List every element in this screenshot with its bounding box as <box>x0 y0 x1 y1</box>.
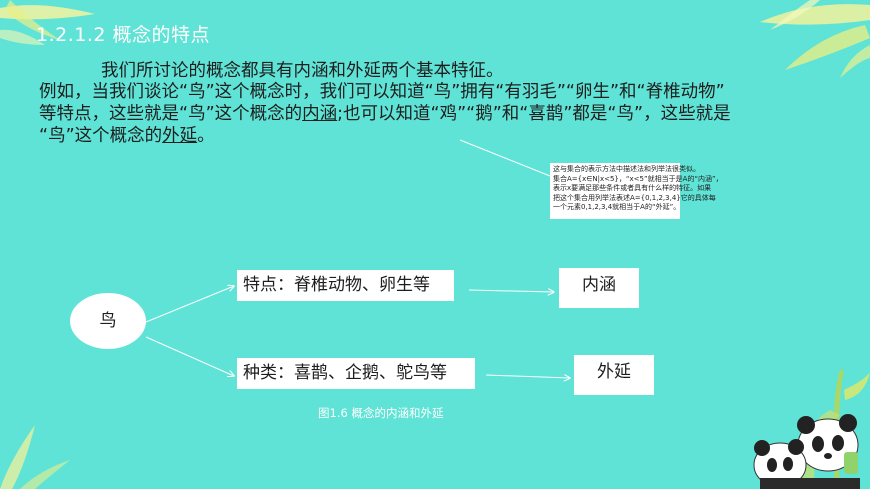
arrow-bird-to-features <box>145 286 234 323</box>
features-box: 特点：脊椎动物、卵生等 <box>237 270 454 301</box>
arrow-kinds-to-extension <box>485 375 570 378</box>
paragraph-3: 等特点，这些就是“鸟”这个概念的内涵;也可以知道“鸡”“鹅”和“喜鹊”都是“鸟”… <box>39 104 731 125</box>
bird-node: 鸟 <box>70 293 146 349</box>
extension-term: 外延 <box>162 126 198 146</box>
slide-title: 1.2.1.2 概念的特点 <box>36 24 211 46</box>
panda-illustration <box>753 370 870 489</box>
paragraph-4-text-b: 。 <box>197 126 215 146</box>
note-line: 把这个集合用列举法表述A={0,1,2,3,4}它的具体每 <box>553 193 716 202</box>
extension-box: 外延 <box>574 355 654 395</box>
intension-box: 内涵 <box>559 268 639 308</box>
note-line: 表示x要满足那些条件或者具有什么样的特征。如果 <box>553 184 712 192</box>
bamboo-leaves-bottom-left <box>0 425 70 489</box>
paragraph-1: 我们所讨论的概念都具有内涵和外延两个基本特征。 <box>101 61 504 82</box>
arrow-bird-to-kinds <box>145 336 234 376</box>
intension-term: 内涵 <box>302 104 338 124</box>
note-line: 一个元素0,1,2,3,4就相当于A的“外延”。 <box>553 203 681 211</box>
annotation-note: 这与集合的表示方法中描述法和列举法很类似。 集合A={x∈N|x<5}，“x<5… <box>550 163 723 219</box>
note-line: 这与集合的表示方法中描述法和列举法很类似。 <box>553 165 700 173</box>
kinds-box: 种类：喜鹊、企鹅、鸵鸟等 <box>237 358 475 389</box>
note-pointer-line <box>459 139 551 177</box>
figure-caption: 图1.6 概念的内涵和外延 <box>318 406 444 420</box>
paragraph-2-text: 例如，当我们谈论“鸟”这个概念时，我们可以知道“鸟”拥有“有羽毛”“卵生”和“脊… <box>39 82 725 102</box>
paragraph-3-text-b: ;也可以知道“鸡”“鹅”和“喜鹊”都是“鸟”，这些就是 <box>337 104 731 124</box>
paragraph-3-text-a: 等特点，这些就是“鸟”这个概念的 <box>39 104 303 124</box>
paragraph-2: 例如，当我们谈论“鸟”这个概念时，我们可以知道“鸟”拥有“有羽毛”“卵生”和“脊… <box>39 82 725 103</box>
paragraph-1-text: 我们所讨论的概念都具有内涵和外延两个基本特征。 <box>101 61 504 81</box>
paragraph-4-text-a: “鸟”这个概念的 <box>39 126 163 146</box>
bamboo-leaves-top-right <box>760 0 870 78</box>
bamboo-leaves-top-left <box>0 0 95 45</box>
arrow-features-to-intension <box>468 290 554 292</box>
note-line: 集合A={x∈N|x<5}，“x<5”就相当于是A的“内涵”， <box>553 174 723 183</box>
paragraph-4: “鸟”这个概念的外延。 <box>39 126 215 147</box>
